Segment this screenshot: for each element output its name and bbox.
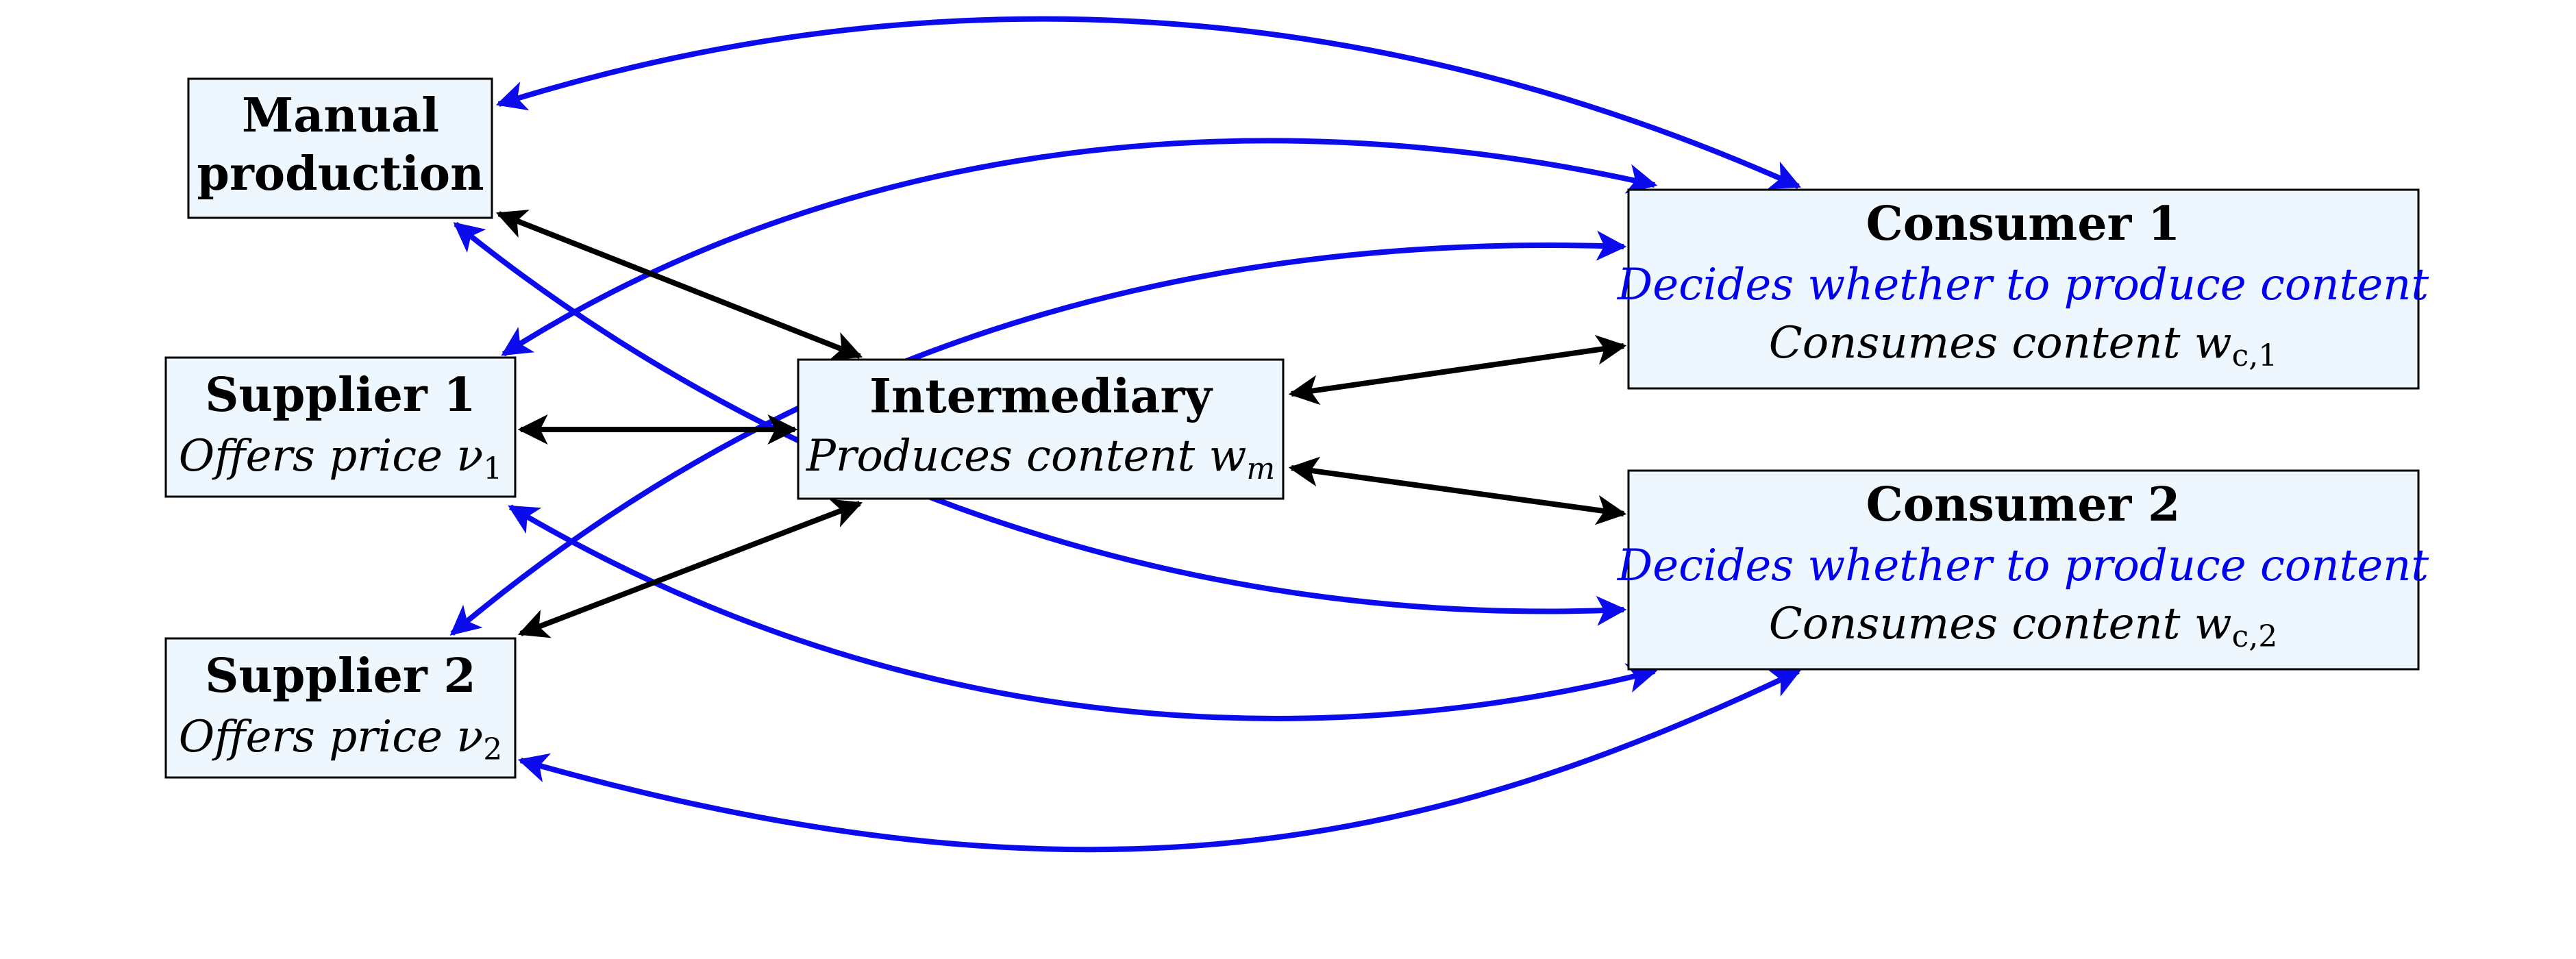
edge-intermediary-consumer1: [1288, 334, 1627, 406]
edge-intermediary-consumer2: [1288, 456, 1627, 525]
consumer-2-decision: Decides whether to produce content: [1617, 540, 2429, 591]
intermediary-description: Produces content wm: [806, 431, 1275, 486]
node-supplier-2: Supplier 2 Offers price ν2: [164, 637, 517, 779]
node-consumer-2: Consumer 2 Decides whether to produce co…: [1617, 469, 2429, 671]
supplier-1-title: Supplier 1: [205, 368, 475, 423]
edge-manual-production-intermediary: [495, 210, 863, 360]
node-intermediary: Intermediary Produces content wm: [797, 358, 1285, 500]
edge-consumer1-manual-production: [495, 16, 1802, 189]
consumer-2-title: Consumer 2: [1866, 477, 2181, 532]
black-edges: [495, 210, 1627, 638]
manual-production-title-line1: Manual: [242, 88, 439, 143]
node-consumer-1: Consumer 1 Decides whether to produce co…: [1617, 188, 2429, 390]
consumer-1-decision: Decides whether to produce content: [1617, 260, 2429, 310]
supplier-2-description: Offers price ν2: [179, 712, 502, 767]
consumer-2-consumption: Consumes content wc,2: [1769, 599, 2277, 654]
manual-production-title-line2: production: [197, 147, 484, 201]
supplier-1-description: Offers price ν1: [179, 431, 502, 486]
consumer-1-consumption: Consumes content wc,1: [1769, 318, 2277, 373]
edge-supplier2-consumer2: [517, 669, 1801, 853]
node-supplier-1: Supplier 1 Offers price ν1: [164, 356, 517, 498]
node-manual-production: Manual production: [187, 77, 493, 219]
supplier-2-title: Supplier 2: [205, 649, 475, 703]
intermediary-title: Intermediary: [869, 369, 1213, 424]
edge-supplier2-intermediary: [517, 499, 863, 638]
consumer-1-title: Consumer 1: [1866, 197, 2181, 251]
